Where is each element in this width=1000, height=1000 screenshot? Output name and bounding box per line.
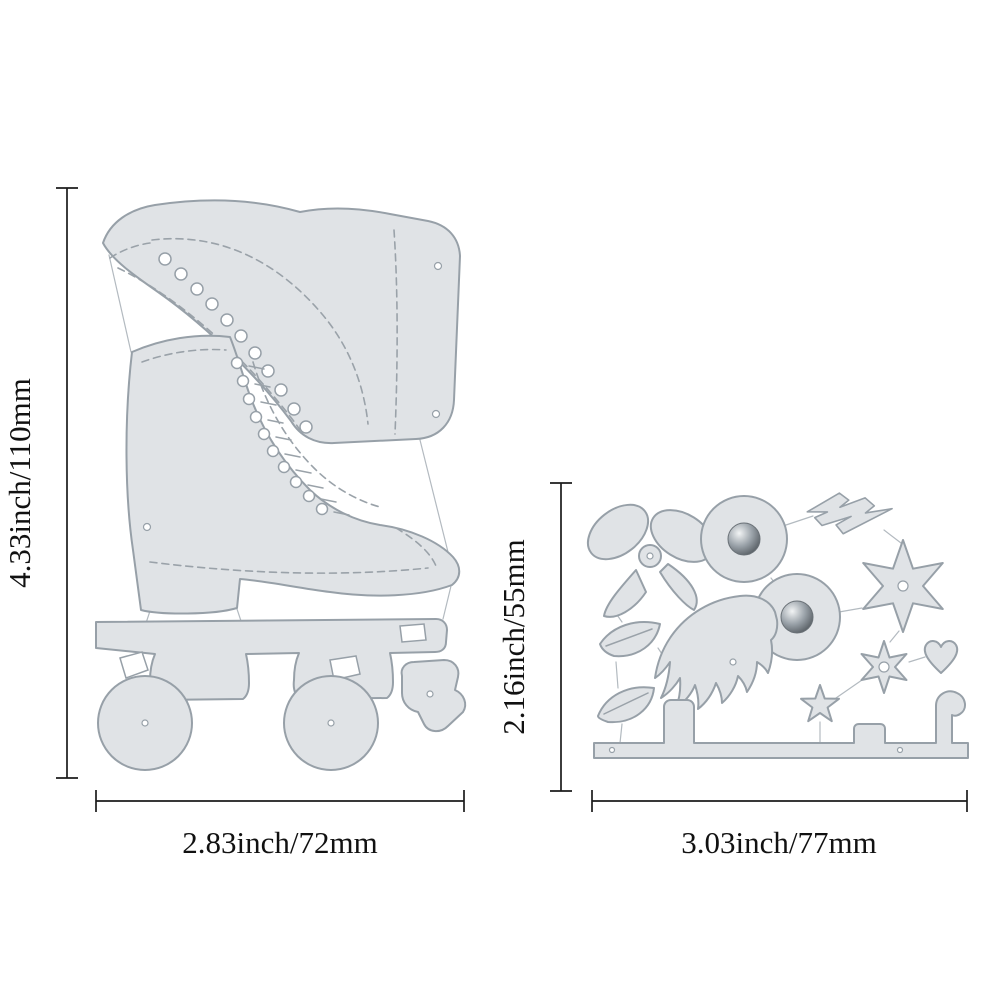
registration-hole bbox=[729, 658, 737, 666]
plate-cutout bbox=[399, 623, 427, 643]
stitch-line bbox=[141, 348, 227, 363]
registration-hole bbox=[646, 552, 654, 560]
lace-marks bbox=[248, 365, 350, 516]
heart-die bbox=[923, 640, 959, 674]
lightning-bolt-die bbox=[806, 492, 893, 535]
lace-eyelets bbox=[230, 356, 329, 516]
stitch-line bbox=[151, 237, 369, 425]
leaf-lower-die bbox=[597, 686, 655, 724]
stitch-line bbox=[117, 267, 301, 431]
registration-hole bbox=[426, 690, 434, 698]
wheel-top-die bbox=[700, 495, 788, 583]
truck-plate-die bbox=[95, 618, 448, 701]
plate-cutout bbox=[119, 651, 149, 679]
skate-width-dimension: 2.83inch/72mm bbox=[95, 790, 465, 860]
registration-hole bbox=[431, 409, 441, 419]
stitch-line bbox=[252, 361, 381, 508]
boot-top-die bbox=[102, 199, 461, 445]
stitch-line bbox=[149, 561, 429, 574]
registration-hole bbox=[608, 746, 616, 754]
accessory-height-dimension: 2.16inch/55mm bbox=[496, 482, 572, 792]
blade-rail-die bbox=[593, 690, 969, 759]
bearing-ball bbox=[780, 600, 814, 634]
boot-bottom-die bbox=[125, 334, 461, 615]
accessory-width-label: 3.03inch/77mm bbox=[681, 825, 876, 860]
bearing-ball bbox=[727, 522, 761, 556]
wheel-right-die bbox=[283, 675, 379, 771]
center-hole bbox=[897, 580, 909, 592]
lace-eyelets bbox=[158, 252, 313, 434]
leaf-upper-die bbox=[599, 621, 661, 658]
stitch-line bbox=[395, 527, 437, 567]
die-connector bbox=[108, 254, 132, 353]
bow-die bbox=[586, 503, 715, 618]
registration-hole bbox=[433, 261, 443, 271]
stitch-line bbox=[109, 242, 151, 259]
die-connector bbox=[442, 585, 452, 620]
skate-width-label: 2.83inch/72mm bbox=[182, 825, 377, 860]
small-flower-die bbox=[860, 640, 908, 694]
skate-height-dimension: 4.33inch/110mm bbox=[2, 187, 78, 779]
center-hole bbox=[878, 661, 890, 673]
die-connector bbox=[236, 608, 242, 622]
stitch-line bbox=[393, 229, 398, 435]
plate-cutout bbox=[329, 655, 361, 681]
skate-height-label: 4.33inch/110mm bbox=[2, 378, 37, 588]
angel-wing-die bbox=[654, 594, 779, 710]
accessory-height-label: 2.16inch/55mm bbox=[496, 539, 531, 734]
registration-hole bbox=[142, 522, 152, 532]
skate-die-figure: 4.33inch/110mm 2.83inch/72mm bbox=[2, 187, 467, 860]
die-connector bbox=[419, 439, 449, 553]
registration-hole bbox=[896, 746, 904, 754]
big-flower-die bbox=[862, 539, 944, 633]
toe-stop-die bbox=[400, 659, 467, 732]
wheel-left-die bbox=[97, 675, 193, 771]
wheel-bottom-die bbox=[753, 573, 841, 661]
accessory-width-dimension: 3.03inch/77mm bbox=[591, 790, 968, 860]
axle-hole bbox=[327, 719, 335, 727]
axle-hole bbox=[141, 719, 149, 727]
accessory-die-figure: 2.16inch/55mm 3.03inch/77mm bbox=[496, 482, 969, 860]
star-die bbox=[800, 684, 840, 723]
